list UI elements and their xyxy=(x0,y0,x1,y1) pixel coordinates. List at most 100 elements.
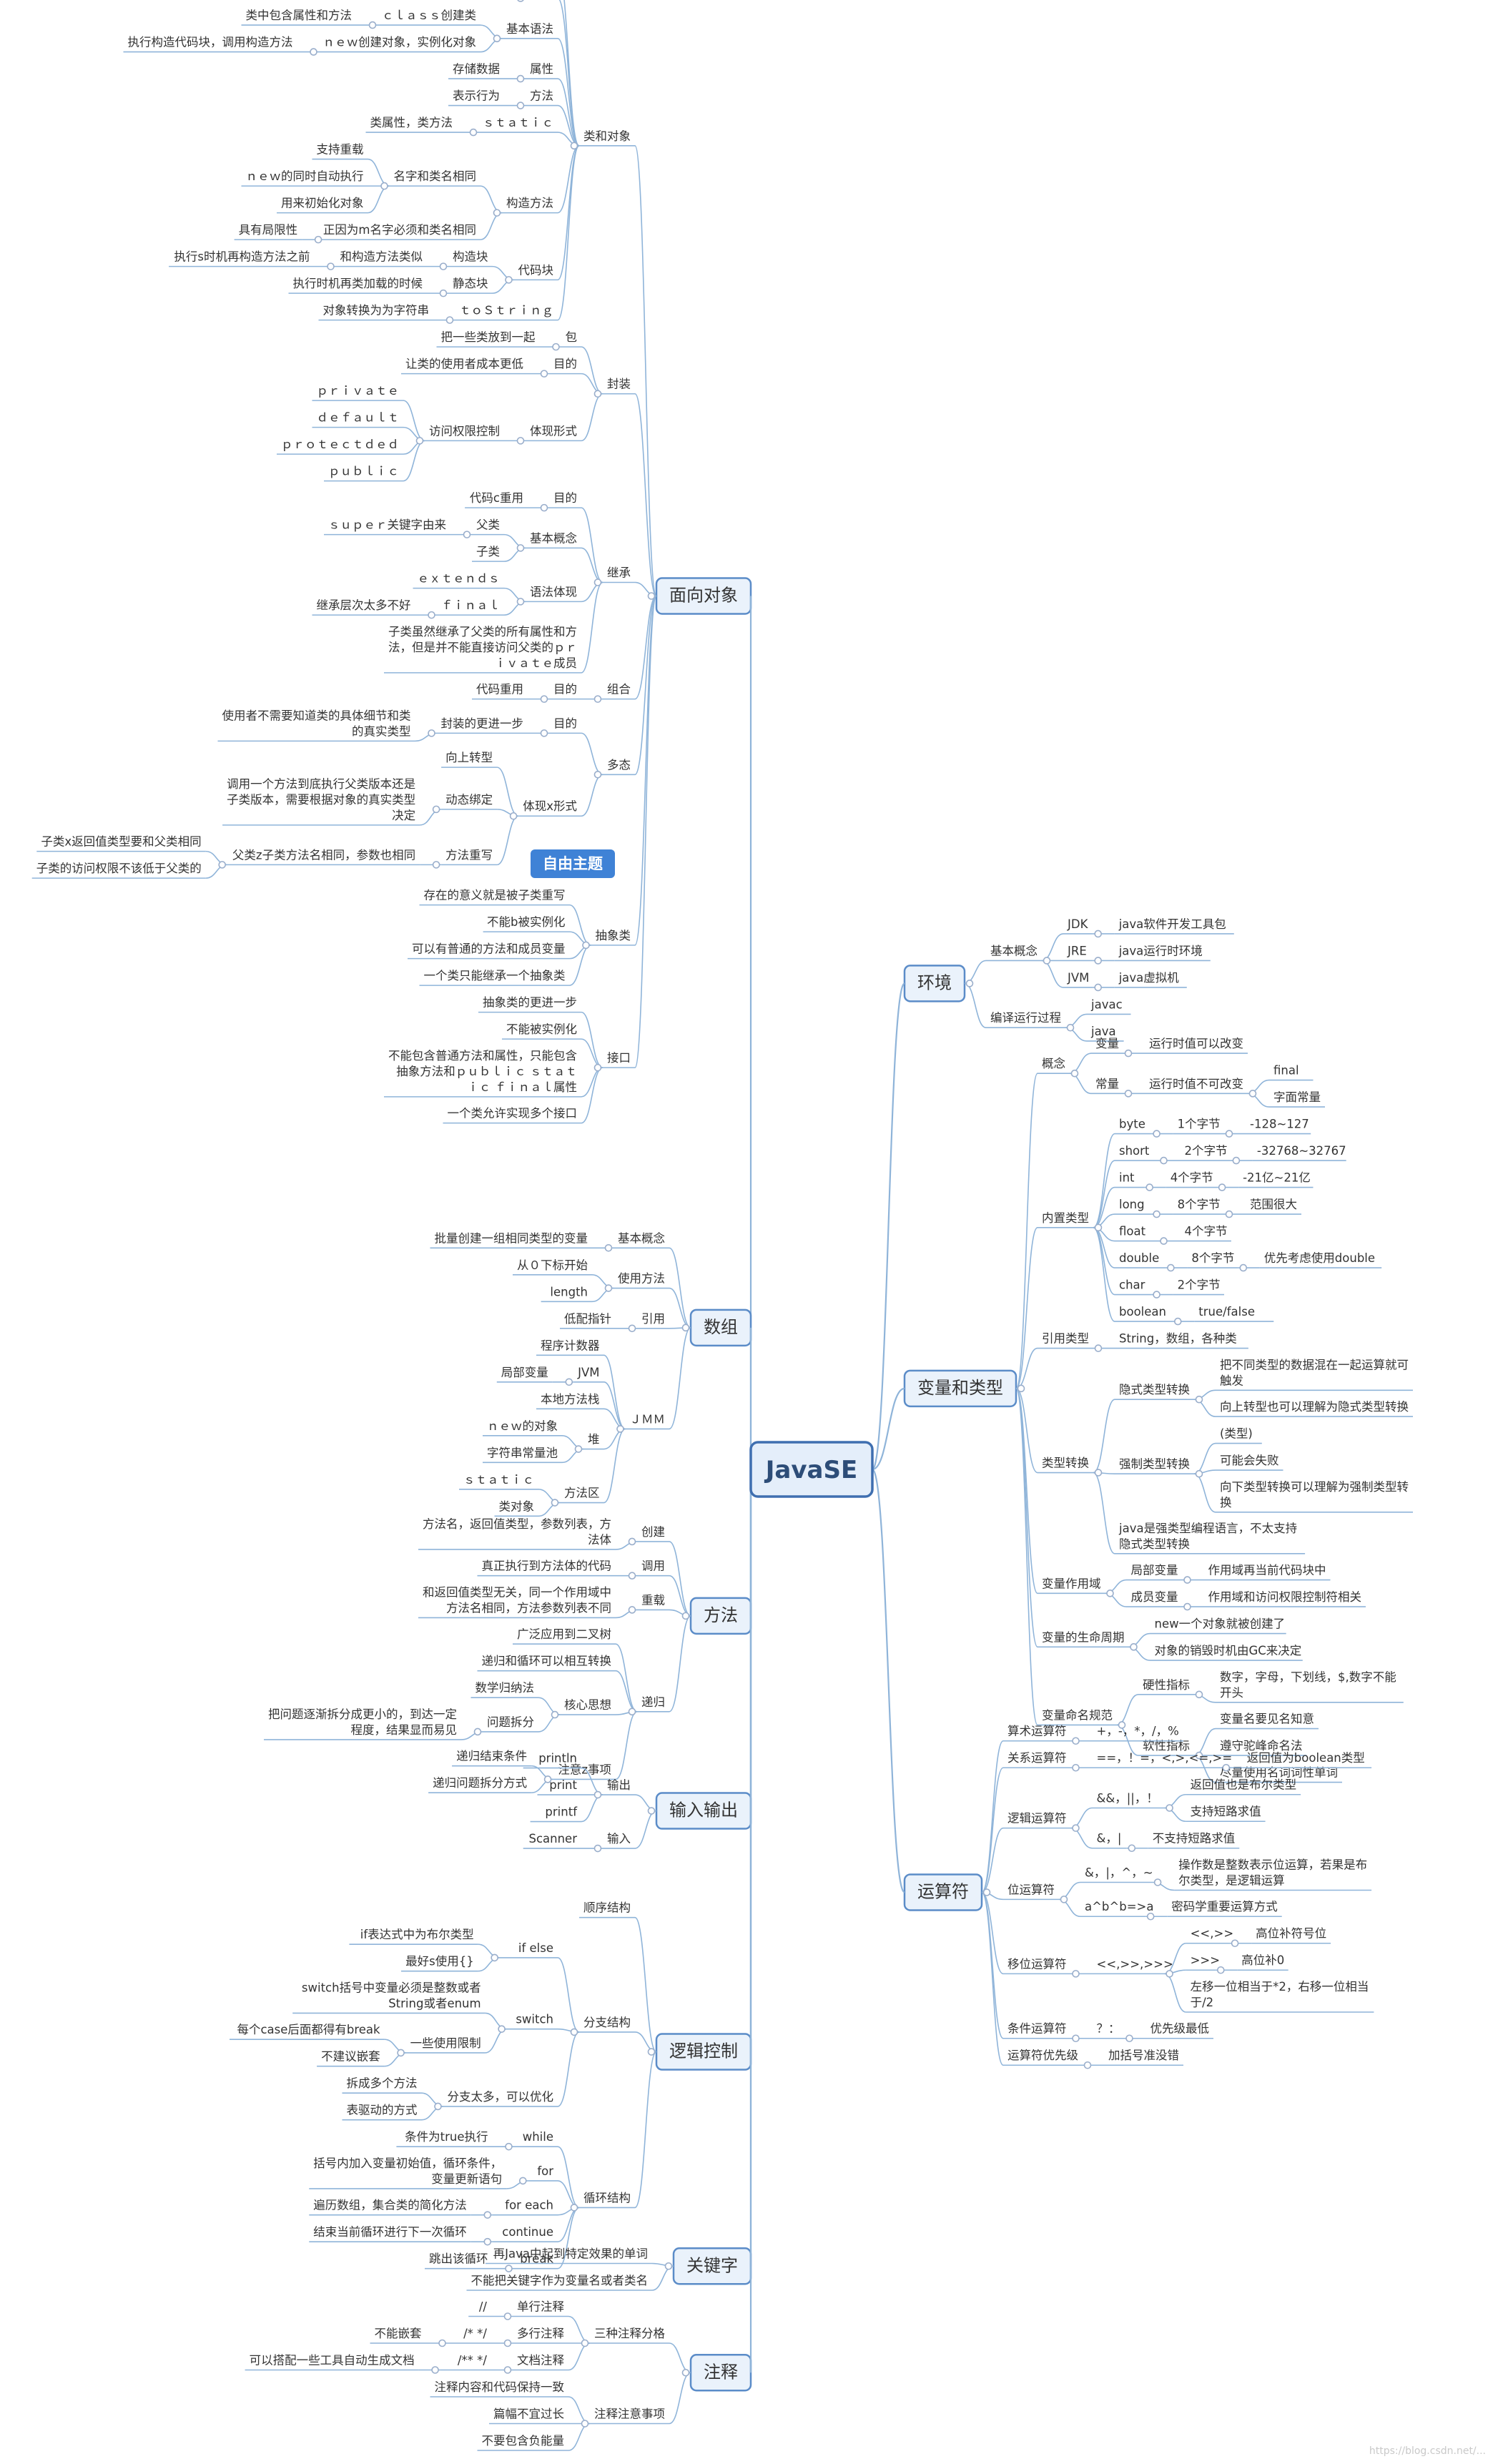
node-right-1-children-6-children-1-children-1[interactable]: 遵守驼峰命名法 xyxy=(1216,1739,1307,1756)
collapse-toggle-icon[interactable] xyxy=(469,128,478,137)
node-right-2-children-1-children-0-children-0[interactable]: 返回值为boolean类型 xyxy=(1242,1751,1372,1769)
node-right-1-children-1-children-2-children-0[interactable]: 4个字节 xyxy=(1166,1171,1218,1188)
node-right-1-children-1-children-5-children-0-children-0[interactable]: 优先考虑使用double xyxy=(1259,1251,1382,1268)
node-left-4-children-1-children-0-children-1[interactable]: 最好s使用{} xyxy=(401,1955,478,1972)
collapse-toggle-icon[interactable] xyxy=(1195,1469,1203,1478)
node-left-1-children-3-children-3-children-0[interactable]: ｎｅｗ的对象 xyxy=(483,1419,562,1436)
node-left-0-children-1-children-0-children-0[interactable]: 把一些类放到一起 xyxy=(436,330,540,348)
collapse-toggle-icon[interactable] xyxy=(1248,1090,1257,1098)
node-left-0-children-4-children-0[interactable]: 目的 xyxy=(549,716,581,734)
collapse-toggle-icon[interactable] xyxy=(1153,1291,1160,1298)
node-left-1-children-3-children-3[interactable]: 堆 xyxy=(583,1433,604,1450)
node-right-1-children-4-children-1[interactable]: 成员变量 xyxy=(1126,1590,1183,1607)
collapse-toggle-icon[interactable] xyxy=(432,861,440,869)
collapse-toggle-icon[interactable] xyxy=(503,2312,512,2320)
collapse-toggle-icon[interactable] xyxy=(1167,1263,1175,1272)
node-left-3-children-1[interactable]: 输入 xyxy=(603,1832,635,1849)
node-right-2-children-4-children-0-children-1-children-0[interactable]: 高位补0 xyxy=(1237,1953,1288,1971)
node-left-2-children-3[interactable]: 递归 xyxy=(637,1695,669,1713)
node-right-2-children-5-children-0[interactable]: ？： xyxy=(1092,2022,1125,2039)
node-right-1-children-1-children-6-children-0[interactable]: 2个字节 xyxy=(1173,1278,1224,1296)
collapse-toggle-icon[interactable] xyxy=(540,729,548,737)
node-left-0-children-1-children-0[interactable]: 包 xyxy=(561,330,582,348)
node-right-2-children-3[interactable]: 位运算符 xyxy=(1003,1883,1059,1901)
collapse-toggle-icon[interactable] xyxy=(681,2368,690,2377)
node-right-2-children-6[interactable]: 运算符优先级 xyxy=(1003,2049,1083,2066)
node-left-1-children-3-children-3-children-1[interactable]: 字符串常量池 xyxy=(483,1446,562,1464)
node-left-0-children-0-children-6-children-0[interactable]: 名字和类名相同 xyxy=(389,169,481,187)
collapse-toggle-icon[interactable] xyxy=(681,1612,690,1620)
node-left-6-children-0[interactable]: 三种注释分格 xyxy=(590,2327,669,2344)
node-left-2-children-3-children-3-children-0[interactable]: 递归结束条件 xyxy=(452,1750,532,1767)
node-left-4-children-2-children-0-children-0[interactable]: 条件为true执行 xyxy=(396,2130,493,2147)
node-left-4-children-1[interactable]: 分支结构 xyxy=(579,2016,635,2033)
collapse-toggle-icon[interactable] xyxy=(1094,957,1102,965)
node-left-0-children-1[interactable]: 封装 xyxy=(603,378,635,395)
node-left-1-children-3-children-4-children-0[interactable]: ｓｔａｔｉｃ xyxy=(459,1473,538,1490)
node-right-2-children-2-children-1-children-0[interactable]: 不支持短路求值 xyxy=(1148,1832,1240,1849)
collapse-toggle-icon[interactable] xyxy=(1166,1804,1173,1812)
collapse-toggle-icon[interactable] xyxy=(1160,1156,1168,1165)
node-right-1-children-1-children-4-children-0[interactable]: 4个字节 xyxy=(1180,1225,1231,1242)
node-right-1-children-2-children-0[interactable]: String，数组，各种类 xyxy=(1115,1332,1248,1349)
collapse-toggle-icon[interactable] xyxy=(1146,1912,1155,1921)
collapse-toggle-icon[interactable] xyxy=(218,861,227,869)
node-left-4-children-2-children-4-children-0[interactable]: 跳出该循环 xyxy=(425,2252,493,2270)
node-right-0-children-0-children-1[interactable]: JRE xyxy=(1063,944,1093,962)
node-left-0-children-0-children-5[interactable]: ｓｔａｔｉｃ xyxy=(478,116,558,133)
node-right-1-children-5[interactable]: 变量的生命周期 xyxy=(1038,1630,1129,1648)
node-right-2-children-0-children-0[interactable]: +，-，*，/，% xyxy=(1092,1725,1184,1742)
collapse-toggle-icon[interactable] xyxy=(616,1425,624,1433)
node-left-6-children-0-children-1-children-0-children-0[interactable]: 不能嵌套 xyxy=(370,2327,426,2344)
node-left-1-children-3-children-1[interactable]: JVM xyxy=(573,1366,604,1383)
node-left-2-children-3-children-3-children-1[interactable]: 递归问题拆分方式 xyxy=(428,1776,532,1793)
node-right-1-children-3[interactable]: 类型转换 xyxy=(1038,1457,1093,1474)
collapse-toggle-icon[interactable] xyxy=(314,235,322,244)
node-left-0-children-5-children-1[interactable]: 不能b被实例化 xyxy=(483,915,570,932)
collapse-toggle-icon[interactable] xyxy=(493,209,501,217)
node-right-1-children-4[interactable]: 变量作用域 xyxy=(1038,1577,1105,1595)
node-left-0-children-4-children-1-children-2-children-0[interactable]: 父类z子类方法名相同，参数也相同 xyxy=(227,848,420,866)
node-left-0-children-4-children-1-children-2[interactable]: 方法重写 xyxy=(441,848,498,866)
node-right-0-children-0[interactable]: 基本概念 xyxy=(986,943,1042,962)
collapse-toggle-icon[interactable] xyxy=(483,2237,492,2246)
collapse-toggle-icon[interactable] xyxy=(1218,1183,1226,1191)
root-node[interactable]: JavaSE xyxy=(749,1441,874,1498)
node-left-2-children-0-children-0[interactable]: 方法名，返回值类型，参数列表，方法体 xyxy=(418,1517,616,1550)
node-left-4-children-1-children-1[interactable]: switch xyxy=(506,2013,558,2030)
collapse-toggle-icon[interactable] xyxy=(540,370,548,378)
collapse-toggle-icon[interactable] xyxy=(1094,1344,1103,1352)
collapse-toggle-icon[interactable] xyxy=(310,48,317,56)
node-right-2-children-1-children-0[interactable]: ==，！=，<,>,<=,>= xyxy=(1092,1751,1233,1769)
collapse-toggle-icon[interactable] xyxy=(1017,1384,1025,1393)
node-right-0-children-0-children-1-children-0[interactable]: java运行时环境 xyxy=(1114,944,1211,962)
collapse-toggle-icon[interactable] xyxy=(681,1324,690,1332)
node-right-0-children-1-children-1[interactable]: java xyxy=(1087,1025,1124,1042)
collapse-toggle-icon[interactable] xyxy=(493,34,501,43)
collapse-toggle-icon[interactable] xyxy=(463,531,471,538)
collapse-toggle-icon[interactable] xyxy=(581,2420,589,2428)
node-right-2-children-2-children-0-children-0[interactable]: 返回值也是布尔类型 xyxy=(1186,1778,1301,1795)
collapse-toggle-icon[interactable] xyxy=(428,611,435,619)
node-left-4-children-1-children-1-children-1-children-1[interactable]: 不建议嵌套 xyxy=(317,2050,385,2067)
collapse-toggle-icon[interactable] xyxy=(516,598,525,606)
node-left-0-children-0-children-6-children-0-children-1[interactable]: ｎｅｗ的同时自动执行 xyxy=(241,169,368,187)
collapse-toggle-icon[interactable] xyxy=(1174,1317,1182,1326)
collapse-toggle-icon[interactable] xyxy=(438,2339,446,2347)
node-right-1-children-1-children-6[interactable]: char xyxy=(1115,1278,1152,1296)
collapse-toggle-icon[interactable] xyxy=(505,2265,513,2272)
collapse-toggle-icon[interactable] xyxy=(1043,957,1051,965)
node-left-0-children-4-children-1-children-0[interactable]: 向上转型 xyxy=(441,751,498,768)
node-right-2-children-6-children-0[interactable]: 加括号准没错 xyxy=(1104,2049,1183,2066)
collapse-toggle-icon[interactable] xyxy=(1225,1210,1233,1218)
node-left-0-children-0-children-3[interactable]: 属性 xyxy=(526,62,558,79)
collapse-toggle-icon[interactable] xyxy=(593,578,602,586)
collapse-toggle-icon[interactable] xyxy=(574,1445,583,1453)
node-left-0-children-2-children-2-children-0[interactable]: ｅｘｔｅｎｄｓ xyxy=(413,572,505,589)
